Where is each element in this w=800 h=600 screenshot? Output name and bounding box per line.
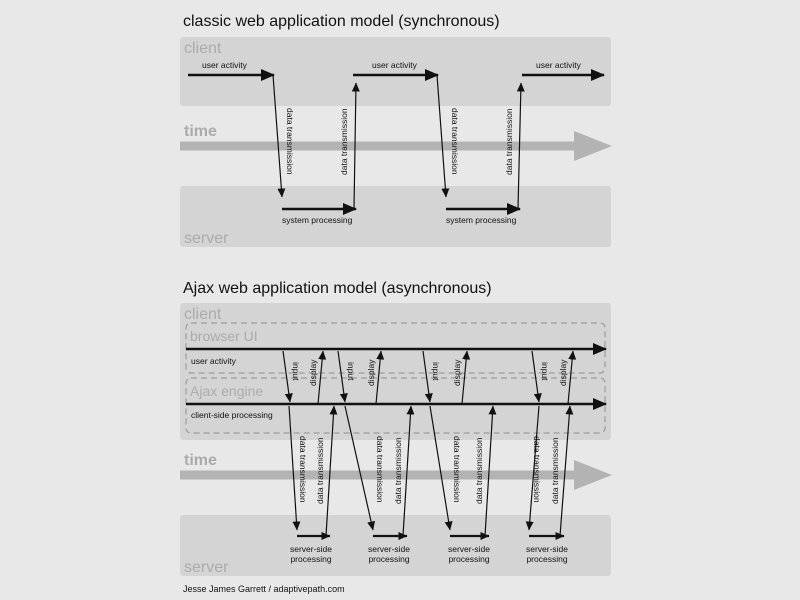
classic-system-processing-label-2: system processing	[446, 215, 517, 225]
ajax-display-label-4: display	[558, 359, 568, 386]
ajax-engine-box	[185, 377, 606, 434]
ajax-display-arrow-3	[461, 350, 471, 405]
ajax-display-arrow-1	[317, 350, 327, 405]
ajax-display-label-1: display	[308, 359, 318, 386]
classic-data-transmission-label-3: data transmission	[450, 108, 460, 175]
ajax-up-transmission-3	[484, 405, 497, 537]
ajax-server-band	[180, 515, 611, 576]
ajax-data-transmission-label-1: data transmission	[298, 436, 308, 503]
classic-client-band	[180, 37, 611, 106]
ajax-data-transmission-label-7: data transmission	[532, 436, 542, 503]
classic-data-transmission-label-4: data transmission	[504, 108, 514, 175]
ajax-server-processing-label-1b: processing	[290, 554, 331, 564]
ajax-user-activity-label: user activity	[191, 356, 237, 366]
ajax-server-processing-label-2b: processing	[368, 554, 409, 564]
ajax-input-arrow-2	[337, 350, 348, 403]
ajax-server-processing-label-3b: processing	[448, 554, 489, 564]
ajax-display-label-3: display	[452, 359, 462, 386]
ajax-server-processing-label-1a: server-side	[290, 544, 332, 554]
ajax-transmission-arrows	[288, 405, 574, 537]
ajax-data-transmission-label-4: data transmission	[393, 437, 403, 504]
ajax-data-transmission-label-3: data transmission	[375, 436, 385, 503]
classic-down-transmission-2	[436, 74, 450, 198]
ajax-data-transmission-label-2: data transmission	[315, 437, 325, 504]
ajax-up-transmission-1	[325, 405, 338, 537]
classic-time-label: time	[184, 123, 217, 140]
classic-server-label: server	[184, 230, 229, 247]
ajax-input-arrow-1	[282, 350, 293, 403]
ajax-data-transmission-label-5: data transmission	[452, 436, 462, 503]
ajax-client-label: client	[184, 306, 222, 323]
ajax-engine-label: Ajax engine	[190, 383, 263, 399]
ajax-display-label-2: display	[366, 359, 376, 386]
classic-up-transmission-1	[351, 82, 360, 210]
ajax-display-arrow-4	[567, 350, 577, 405]
ajax-client-side-processing-label: client-side processing	[191, 410, 273, 420]
ajax-display-arrow-2	[375, 350, 385, 405]
ajax-down-transmission-1	[288, 405, 301, 531]
ajax-input-label-4: input	[540, 362, 550, 381]
ajax-server-processing-label-4a: server-side	[526, 544, 568, 554]
classic-data-transmission-label-1: data transmission	[285, 108, 295, 175]
classic-user-activity-label-3: user activity	[536, 60, 582, 70]
ajax-title: Ajax web application model (asynchronous…	[183, 280, 492, 297]
ajax-input-arrow-4	[531, 350, 542, 403]
ajax-server-processing-label-4b: processing	[526, 554, 567, 564]
ajax-browser-ui-label: browser UI	[190, 328, 258, 344]
classic-user-activity-label-2: user activity	[372, 60, 418, 70]
ajax-input-display-arrows	[282, 350, 577, 405]
ajax-down-transmission-3	[429, 405, 453, 531]
ajax-server-label: server	[184, 559, 229, 576]
ajax-up-transmission-2	[402, 405, 415, 537]
classic-user-activity-label-1: user activity	[202, 60, 248, 70]
ajax-input-label-3: input	[431, 362, 441, 381]
ajax-data-transmission-label-8: data transmission	[550, 437, 560, 504]
ajax-client-band	[180, 303, 611, 440]
ajax-data-transmission-label-6: data transmission	[474, 437, 484, 504]
ajax-input-arrow-3	[422, 350, 433, 403]
ajax-time-arrowhead	[574, 460, 612, 490]
credit-line: Jesse James Garrett / adaptivepath.com	[183, 584, 345, 594]
classic-server-band	[180, 186, 611, 247]
ajax-up-transmission-4	[559, 405, 574, 537]
classic-system-processing-label-1: system processing	[282, 215, 353, 225]
ajax-server-processing-label-2a: server-side	[368, 544, 410, 554]
ajax-down-transmission-4	[525, 405, 540, 531]
classic-up-transmission-2	[516, 82, 525, 210]
classic-time-arrowhead	[574, 131, 612, 161]
classic-data-transmission-label-2: data transmission	[339, 108, 349, 175]
ajax-server-processing-label-3a: server-side	[448, 544, 490, 554]
ajax-input-label-1: input	[291, 362, 301, 381]
classic-client-label: client	[184, 40, 222, 57]
ajax-input-label-2: input	[346, 362, 356, 381]
classic-title: classic web application model (synchrono…	[183, 13, 500, 30]
classic-down-transmission-1	[272, 74, 286, 198]
ajax-time-label: time	[184, 452, 217, 469]
ajax-down-transmission-2	[344, 405, 376, 531]
